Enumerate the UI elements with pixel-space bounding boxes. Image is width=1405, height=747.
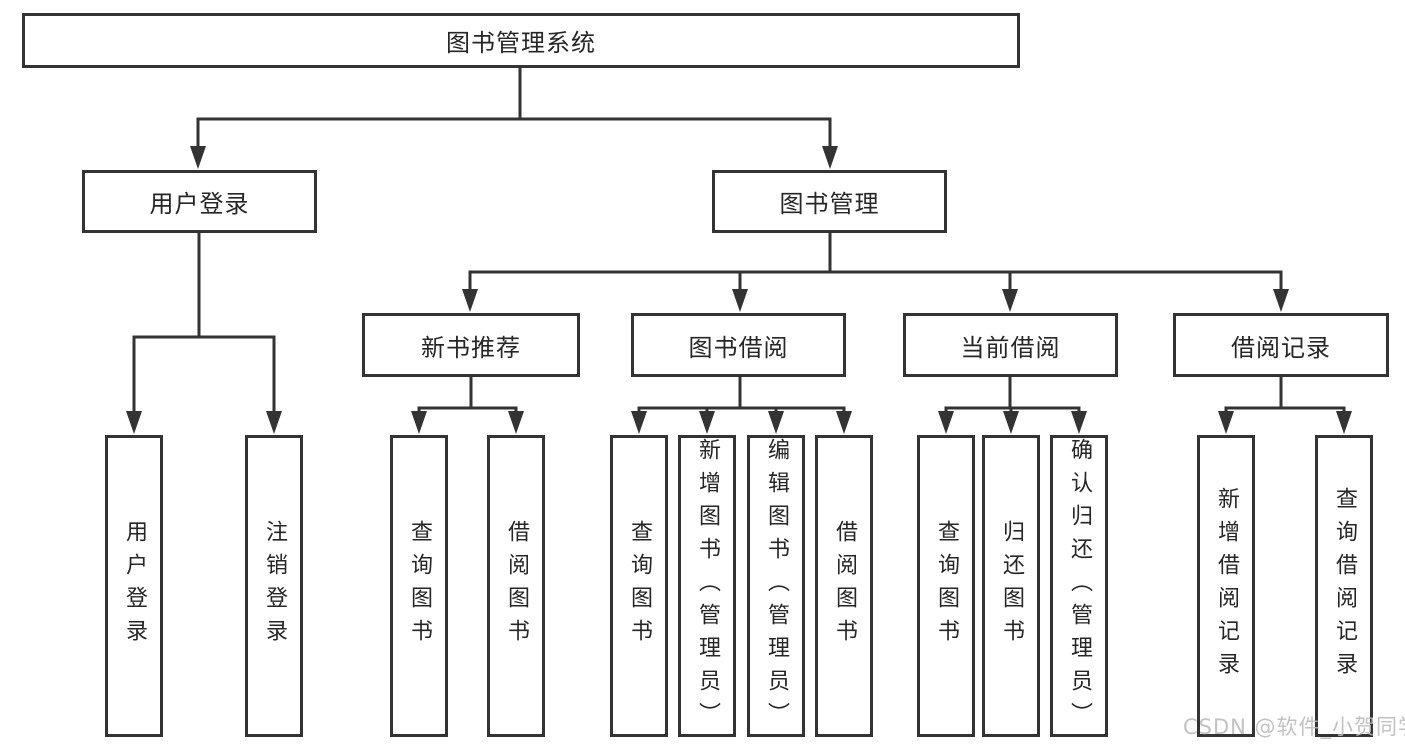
leaf-label: 归还图书 [999,520,1024,652]
leaf-query-borrow-record: 查询借阅记录 [1315,435,1373,737]
arrow-down-icon [699,411,715,434]
leaf-add-book-admin: 新增图书（管理员） [678,435,736,737]
arrow-down-icon [631,411,647,434]
leaf-label: 查询图书 [407,520,432,652]
leaf-user-login: 用户登录 [105,435,163,737]
node-book-borrowing: 图书借阅 [631,313,846,377]
leaf-label: 借阅图书 [832,520,857,652]
leaf-edit-book-admin: 编辑图书（管理员） [747,435,805,737]
arrow-down-icon [768,411,784,434]
leaf-query-books-current: 查询图书 [917,435,975,737]
leaf-confirm-return-admin: 确认归还（管理员） [1050,435,1108,737]
watermark: CSDN @软件_小贺同学 [1183,715,1405,739]
leaf-label: 查询图书 [627,520,652,652]
arrow-down-icon [126,411,142,434]
arrow-down-icon [822,146,838,169]
leaf-query-books-borrow: 查询图书 [610,435,668,737]
leaf-label: 借阅图书 [504,520,529,652]
node-root: 图书管理系统 [22,13,1020,68]
arrow-down-icon [1003,411,1019,434]
arrow-down-icon [411,411,427,434]
node-book-management: 图书管理 [712,170,947,233]
arrow-down-icon [1071,411,1087,434]
arrow-down-icon [938,411,954,434]
node-current-borrowing: 当前借阅 [903,313,1118,377]
arrow-down-icon [462,289,478,312]
leaf-logout: 注销登录 [245,435,303,737]
leaf-return-books: 归还图书 [982,435,1040,737]
leaf-label: 新增借阅记录 [1214,487,1239,685]
leaf-query-books-recommend: 查询图书 [390,435,448,737]
node-new-book-recommendation: 新书推荐 [362,313,580,377]
arrow-down-icon [1336,411,1352,434]
leaf-label: 查询借阅记录 [1332,487,1357,685]
leaf-label: 用户登录 [122,520,147,652]
leaf-borrow-books-borrow: 借阅图书 [815,435,873,737]
arrow-down-icon [1218,411,1234,434]
arrow-down-icon [1273,289,1289,312]
arrow-down-icon [508,411,524,434]
leaf-label: 查询图书 [934,520,959,652]
leaf-label: 编辑图书（管理员） [764,438,789,735]
arrow-down-icon [836,411,852,434]
node-user-login: 用户登录 [82,170,317,233]
arrow-down-icon [266,411,282,434]
arrow-down-icon [190,146,206,169]
leaf-add-borrow-record: 新增借阅记录 [1197,435,1255,737]
leaf-label: 确认归还（管理员） [1067,438,1092,735]
leaf-label: 注销登录 [262,520,287,652]
node-borrowing-records: 借阅记录 [1173,313,1389,377]
arrow-down-icon [1002,289,1018,312]
leaf-label: 新增图书（管理员） [695,438,720,735]
arrow-down-icon [732,289,748,312]
leaf-borrow-books-recommend: 借阅图书 [487,435,545,737]
